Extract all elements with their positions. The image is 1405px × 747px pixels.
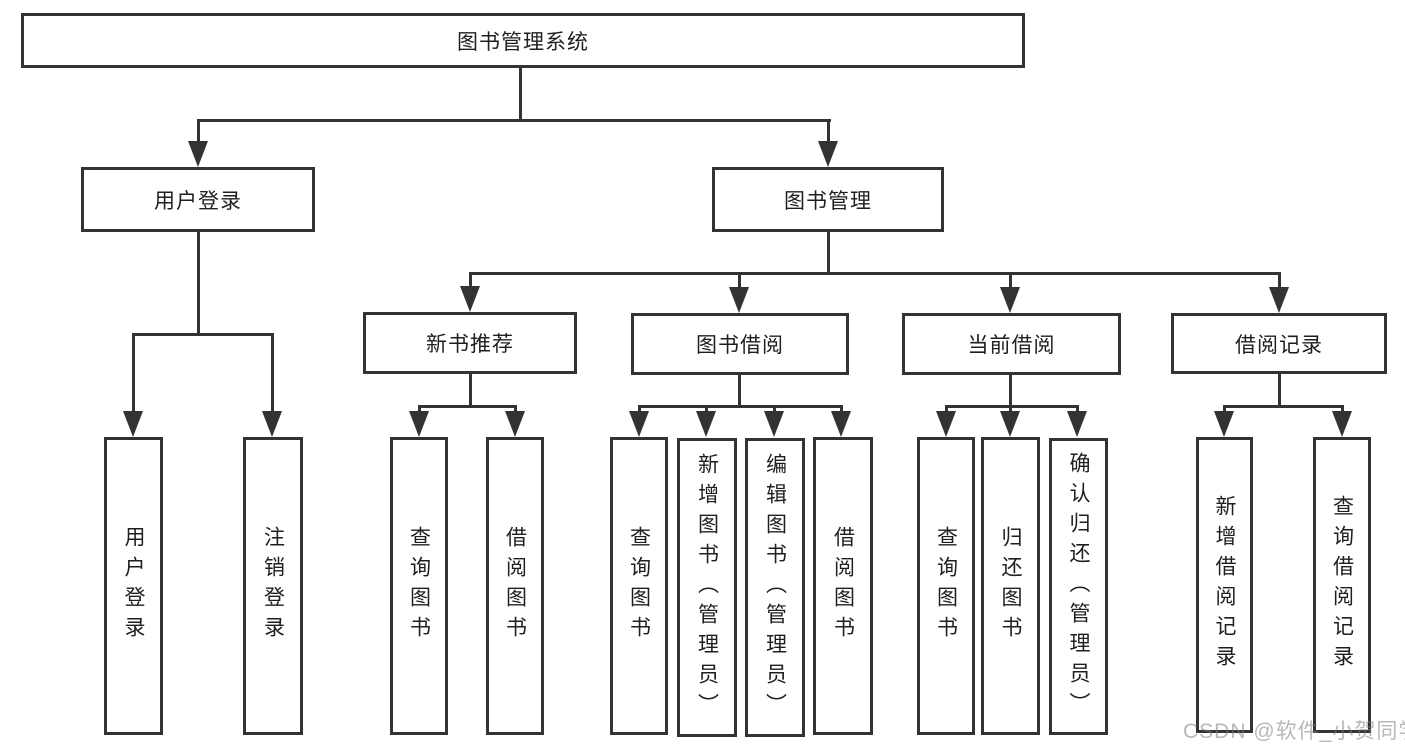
node-query-borrow-record: 查询借阅记录 bbox=[1313, 437, 1371, 733]
node-user-login-group: 用户登录 bbox=[81, 167, 315, 232]
connector-line bbox=[738, 272, 741, 290]
connector-line bbox=[197, 119, 831, 122]
node-new-book-recommend: 新书推荐 bbox=[363, 312, 577, 374]
node-library-management-system: 图书管理系统 bbox=[21, 13, 1025, 68]
connector-line bbox=[738, 375, 741, 407]
arrow-down-icon bbox=[764, 411, 784, 437]
arrow-down-icon bbox=[1214, 411, 1234, 437]
arrow-down-icon bbox=[409, 411, 429, 437]
arrow-down-icon bbox=[629, 411, 649, 437]
arrow-down-icon bbox=[1000, 287, 1020, 313]
arrow-down-icon bbox=[1067, 411, 1087, 437]
csdn-watermark: CSDN @软件_小贺同学 bbox=[1183, 720, 1405, 743]
connector-line bbox=[132, 333, 135, 411]
arrow-down-icon bbox=[505, 411, 525, 437]
node-logout: 注销登录 bbox=[243, 437, 303, 735]
node-book-management: 图书管理 bbox=[712, 167, 944, 232]
connector-line bbox=[469, 272, 472, 290]
arrow-down-icon bbox=[729, 287, 749, 313]
connector-line bbox=[469, 272, 1280, 275]
arrow-down-icon bbox=[1332, 411, 1352, 437]
connector-line bbox=[1278, 374, 1281, 407]
arrow-down-icon bbox=[696, 411, 716, 437]
arrow-down-icon bbox=[1000, 411, 1020, 437]
node-add-books-admin: 新增图书（管理员） bbox=[677, 438, 737, 737]
arrow-down-icon bbox=[460, 286, 480, 312]
arrow-down-icon bbox=[936, 411, 956, 437]
node-user-login: 用户登录 bbox=[104, 437, 163, 735]
connector-line bbox=[271, 333, 274, 411]
connector-line bbox=[197, 119, 200, 145]
connector-line bbox=[1278, 272, 1281, 290]
node-edit-books-admin: 编辑图书（管理员） bbox=[745, 438, 805, 737]
arrow-down-icon bbox=[123, 411, 143, 437]
arrow-down-icon bbox=[831, 411, 851, 437]
node-query-books-borrowing: 查询图书 bbox=[610, 437, 668, 735]
node-return-books: 归还图书 bbox=[981, 437, 1040, 735]
connector-line bbox=[132, 333, 274, 336]
connector-line bbox=[1009, 375, 1012, 407]
node-current-borrowing: 当前借阅 bbox=[902, 313, 1121, 375]
node-query-books-recommend: 查询图书 bbox=[390, 437, 448, 735]
arrow-down-icon bbox=[818, 141, 838, 167]
connector-line bbox=[418, 405, 517, 408]
connector-line bbox=[1009, 272, 1012, 290]
connector-line bbox=[638, 405, 843, 408]
arrow-down-icon bbox=[1269, 287, 1289, 313]
connector-line bbox=[469, 374, 472, 407]
arrow-down-icon bbox=[188, 141, 208, 167]
node-book-borrowing: 图书借阅 bbox=[631, 313, 849, 375]
arrow-down-icon bbox=[262, 411, 282, 437]
node-add-borrow-record: 新增借阅记录 bbox=[1196, 437, 1253, 733]
connector-line bbox=[827, 232, 830, 274]
node-borrow-books-recommend: 借阅图书 bbox=[486, 437, 544, 735]
connector-line bbox=[1223, 405, 1344, 408]
connector-line bbox=[827, 119, 830, 145]
node-confirm-return-admin: 确认归还（管理员） bbox=[1049, 438, 1108, 735]
connector-line bbox=[197, 232, 200, 335]
node-query-books-current: 查询图书 bbox=[917, 437, 975, 735]
node-borrowing-records: 借阅记录 bbox=[1171, 313, 1387, 374]
connector-line bbox=[519, 68, 522, 122]
node-borrow-books: 借阅图书 bbox=[813, 437, 873, 735]
